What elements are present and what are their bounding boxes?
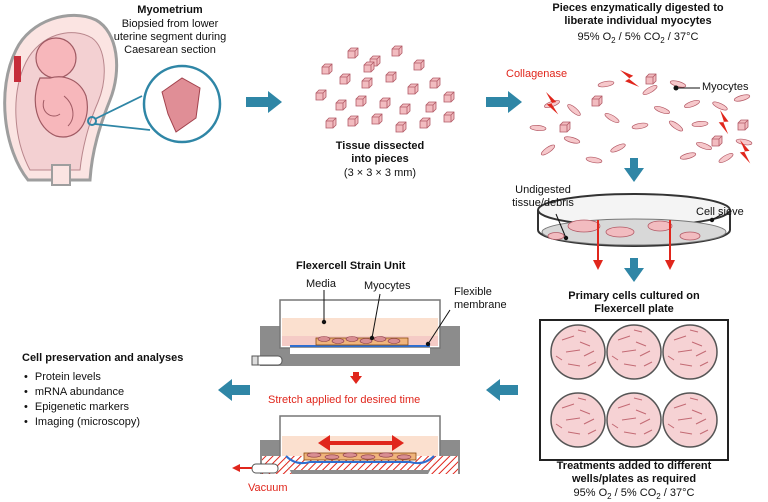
dissection-title-2: into pieces xyxy=(351,153,409,165)
uterus-illustration xyxy=(3,13,222,186)
analyses-title: Cell preservation and analyses xyxy=(22,352,184,364)
treatments-label-2: wells/plates as required xyxy=(571,473,697,485)
analyses-item: Protein levels xyxy=(24,370,140,385)
strain-unit-resting xyxy=(251,290,460,366)
flexercell-plate-illustration xyxy=(539,319,729,461)
culture-title-1: Primary cells cultured on xyxy=(568,290,700,302)
digestion-conditions: 95% O2 / 5% CO2 / 37°C xyxy=(577,31,699,46)
cell-sieve-illustration xyxy=(537,193,731,270)
digestion-title-2: liberate individual myocytes xyxy=(564,15,712,27)
culture-well xyxy=(662,392,718,448)
culture-well xyxy=(550,324,606,380)
culture-conditions: 95% O2 / 5% CO2 / 37°C xyxy=(573,487,695,502)
undigested-label-1: Undigested xyxy=(515,184,571,196)
flexercell-title: Flexercell Strain Unit xyxy=(296,260,406,272)
analyses-item: Imaging (microscopy) xyxy=(24,415,140,430)
myocytes-label-unit: Myocytes xyxy=(364,280,411,292)
vacuum-label: Vacuum xyxy=(248,482,288,494)
strain-unit-stretched xyxy=(232,415,460,474)
flow-arrow-3 xyxy=(624,158,644,182)
analyses-item: mRNA abundance xyxy=(24,385,140,400)
flow-arrows xyxy=(218,91,644,401)
myometrium-desc-2: uterine segment during xyxy=(113,31,227,43)
stretch-label: Stretch applied for desired time xyxy=(268,394,421,406)
flexible-membrane-label-2: membrane xyxy=(454,299,507,311)
stretch-down-arrow xyxy=(350,376,362,384)
tissue-pieces xyxy=(315,45,455,133)
culture-well xyxy=(550,392,606,448)
flow-arrow-1 xyxy=(246,91,282,113)
media-label: Media xyxy=(306,278,336,290)
myometrium-desc-1: Biopsied from lower xyxy=(121,18,219,30)
cell-sieve-label: Cell sieve xyxy=(696,206,744,218)
dissection-size: (3 × 3 × 3 mm) xyxy=(343,167,417,179)
culture-title-2: Flexercell plate xyxy=(594,303,674,315)
analyses-list: Protein levels mRNA abundance Epigenetic… xyxy=(24,370,140,430)
culture-well xyxy=(662,324,718,380)
myometrium-desc-3: Caesarean section xyxy=(124,44,216,56)
flow-arrow-4 xyxy=(624,258,644,282)
culture-wells xyxy=(550,324,718,448)
myocytes-label-digest: Myocytes xyxy=(702,81,749,93)
collagenase-label: Collagenase xyxy=(506,68,568,80)
analyses-item: Epigenetic markers xyxy=(24,400,140,415)
culture-well xyxy=(606,324,662,380)
flow-arrow-6 xyxy=(218,379,250,401)
digestion-illustration xyxy=(529,67,756,165)
culture-well xyxy=(606,392,662,448)
myometrium-title: Myometrium xyxy=(137,4,203,16)
flexible-membrane-label-1: Flexible xyxy=(454,286,492,298)
digestion-title-1: Pieces enzymatically digested to xyxy=(552,2,724,14)
dissection-title-1: Tissue dissected xyxy=(335,140,425,152)
undigested-label-2: tissue/debris xyxy=(512,197,574,209)
flow-arrow-2 xyxy=(486,91,522,113)
treatments-label-1: Treatments added to different xyxy=(556,460,712,472)
flow-arrow-5 xyxy=(486,379,518,401)
